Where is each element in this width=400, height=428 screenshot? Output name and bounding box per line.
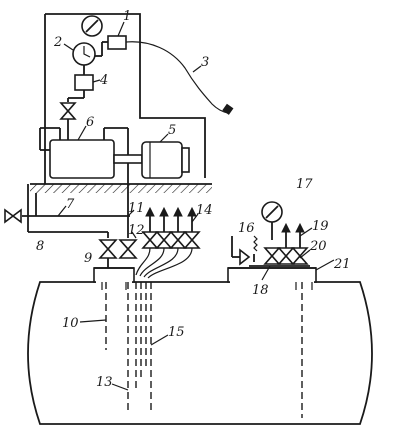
label-9: 9 — [84, 251, 92, 266]
label-5: 5 — [168, 123, 176, 138]
pump-6 — [49, 139, 115, 179]
label-6: 6 — [86, 115, 94, 130]
label-11: 11 — [128, 201, 145, 216]
relay-box-4 — [74, 74, 94, 91]
valve-bank-18-20 — [263, 222, 309, 265]
valve-bank-14 — [141, 206, 201, 249]
label-17: 17 — [296, 177, 313, 192]
sensor-box-1 — [107, 35, 127, 50]
label-7: 7 — [66, 197, 75, 212]
label-13: 13 — [96, 375, 113, 390]
label-8: 8 — [36, 239, 44, 254]
label-21: 21 — [333, 257, 351, 272]
cable-3 — [125, 41, 229, 114]
label-1: 1 — [123, 9, 131, 24]
ground-hatching — [30, 184, 212, 193]
label-15: 15 — [168, 325, 185, 340]
label-3: 3 — [201, 55, 209, 70]
label-19: 19 — [312, 219, 329, 234]
label-20: 20 — [309, 239, 327, 254]
cable-probe-icon — [222, 103, 234, 115]
motor-5 — [141, 141, 183, 179]
label-4: 4 — [99, 73, 108, 88]
label-18: 18 — [252, 283, 269, 298]
label-10: 10 — [62, 316, 79, 331]
label-14: 14 — [196, 203, 213, 218]
tank-21 — [27, 281, 373, 425]
control-panel-outline — [45, 13, 206, 178]
label-16: 16 — [238, 221, 255, 236]
label-12: 12 — [128, 223, 145, 238]
label-2: 2 — [53, 35, 62, 50]
